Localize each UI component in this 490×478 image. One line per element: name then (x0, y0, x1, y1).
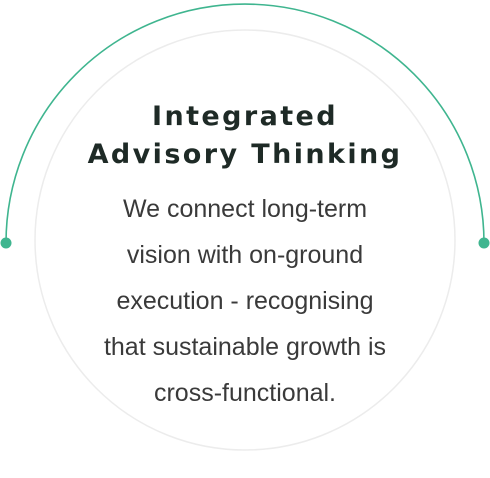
accent-arc-right-dot (478, 237, 490, 249)
inner-circle-outline (34, 29, 456, 451)
accent-arc (5, 3, 485, 244)
accent-arc-left-dot (0, 237, 12, 249)
card-description-line: vision with on-ground (126, 241, 364, 269)
card-title-line: Integrated (152, 101, 338, 132)
card-description-line: cross-functional. (153, 379, 337, 407)
card-description-line: that sustainable growth is (103, 333, 387, 361)
card-description-line: We connect long-term (122, 195, 368, 223)
card-content: Integrated Advisory Thinking We connect … (70, 98, 420, 416)
card-title-line: Advisory Thinking (87, 139, 403, 170)
card-title: Integrated Advisory Thinking (70, 98, 420, 174)
card-description: We connect long-term vision with on-grou… (70, 186, 420, 416)
card-description-line: execution - recognising (116, 287, 374, 315)
